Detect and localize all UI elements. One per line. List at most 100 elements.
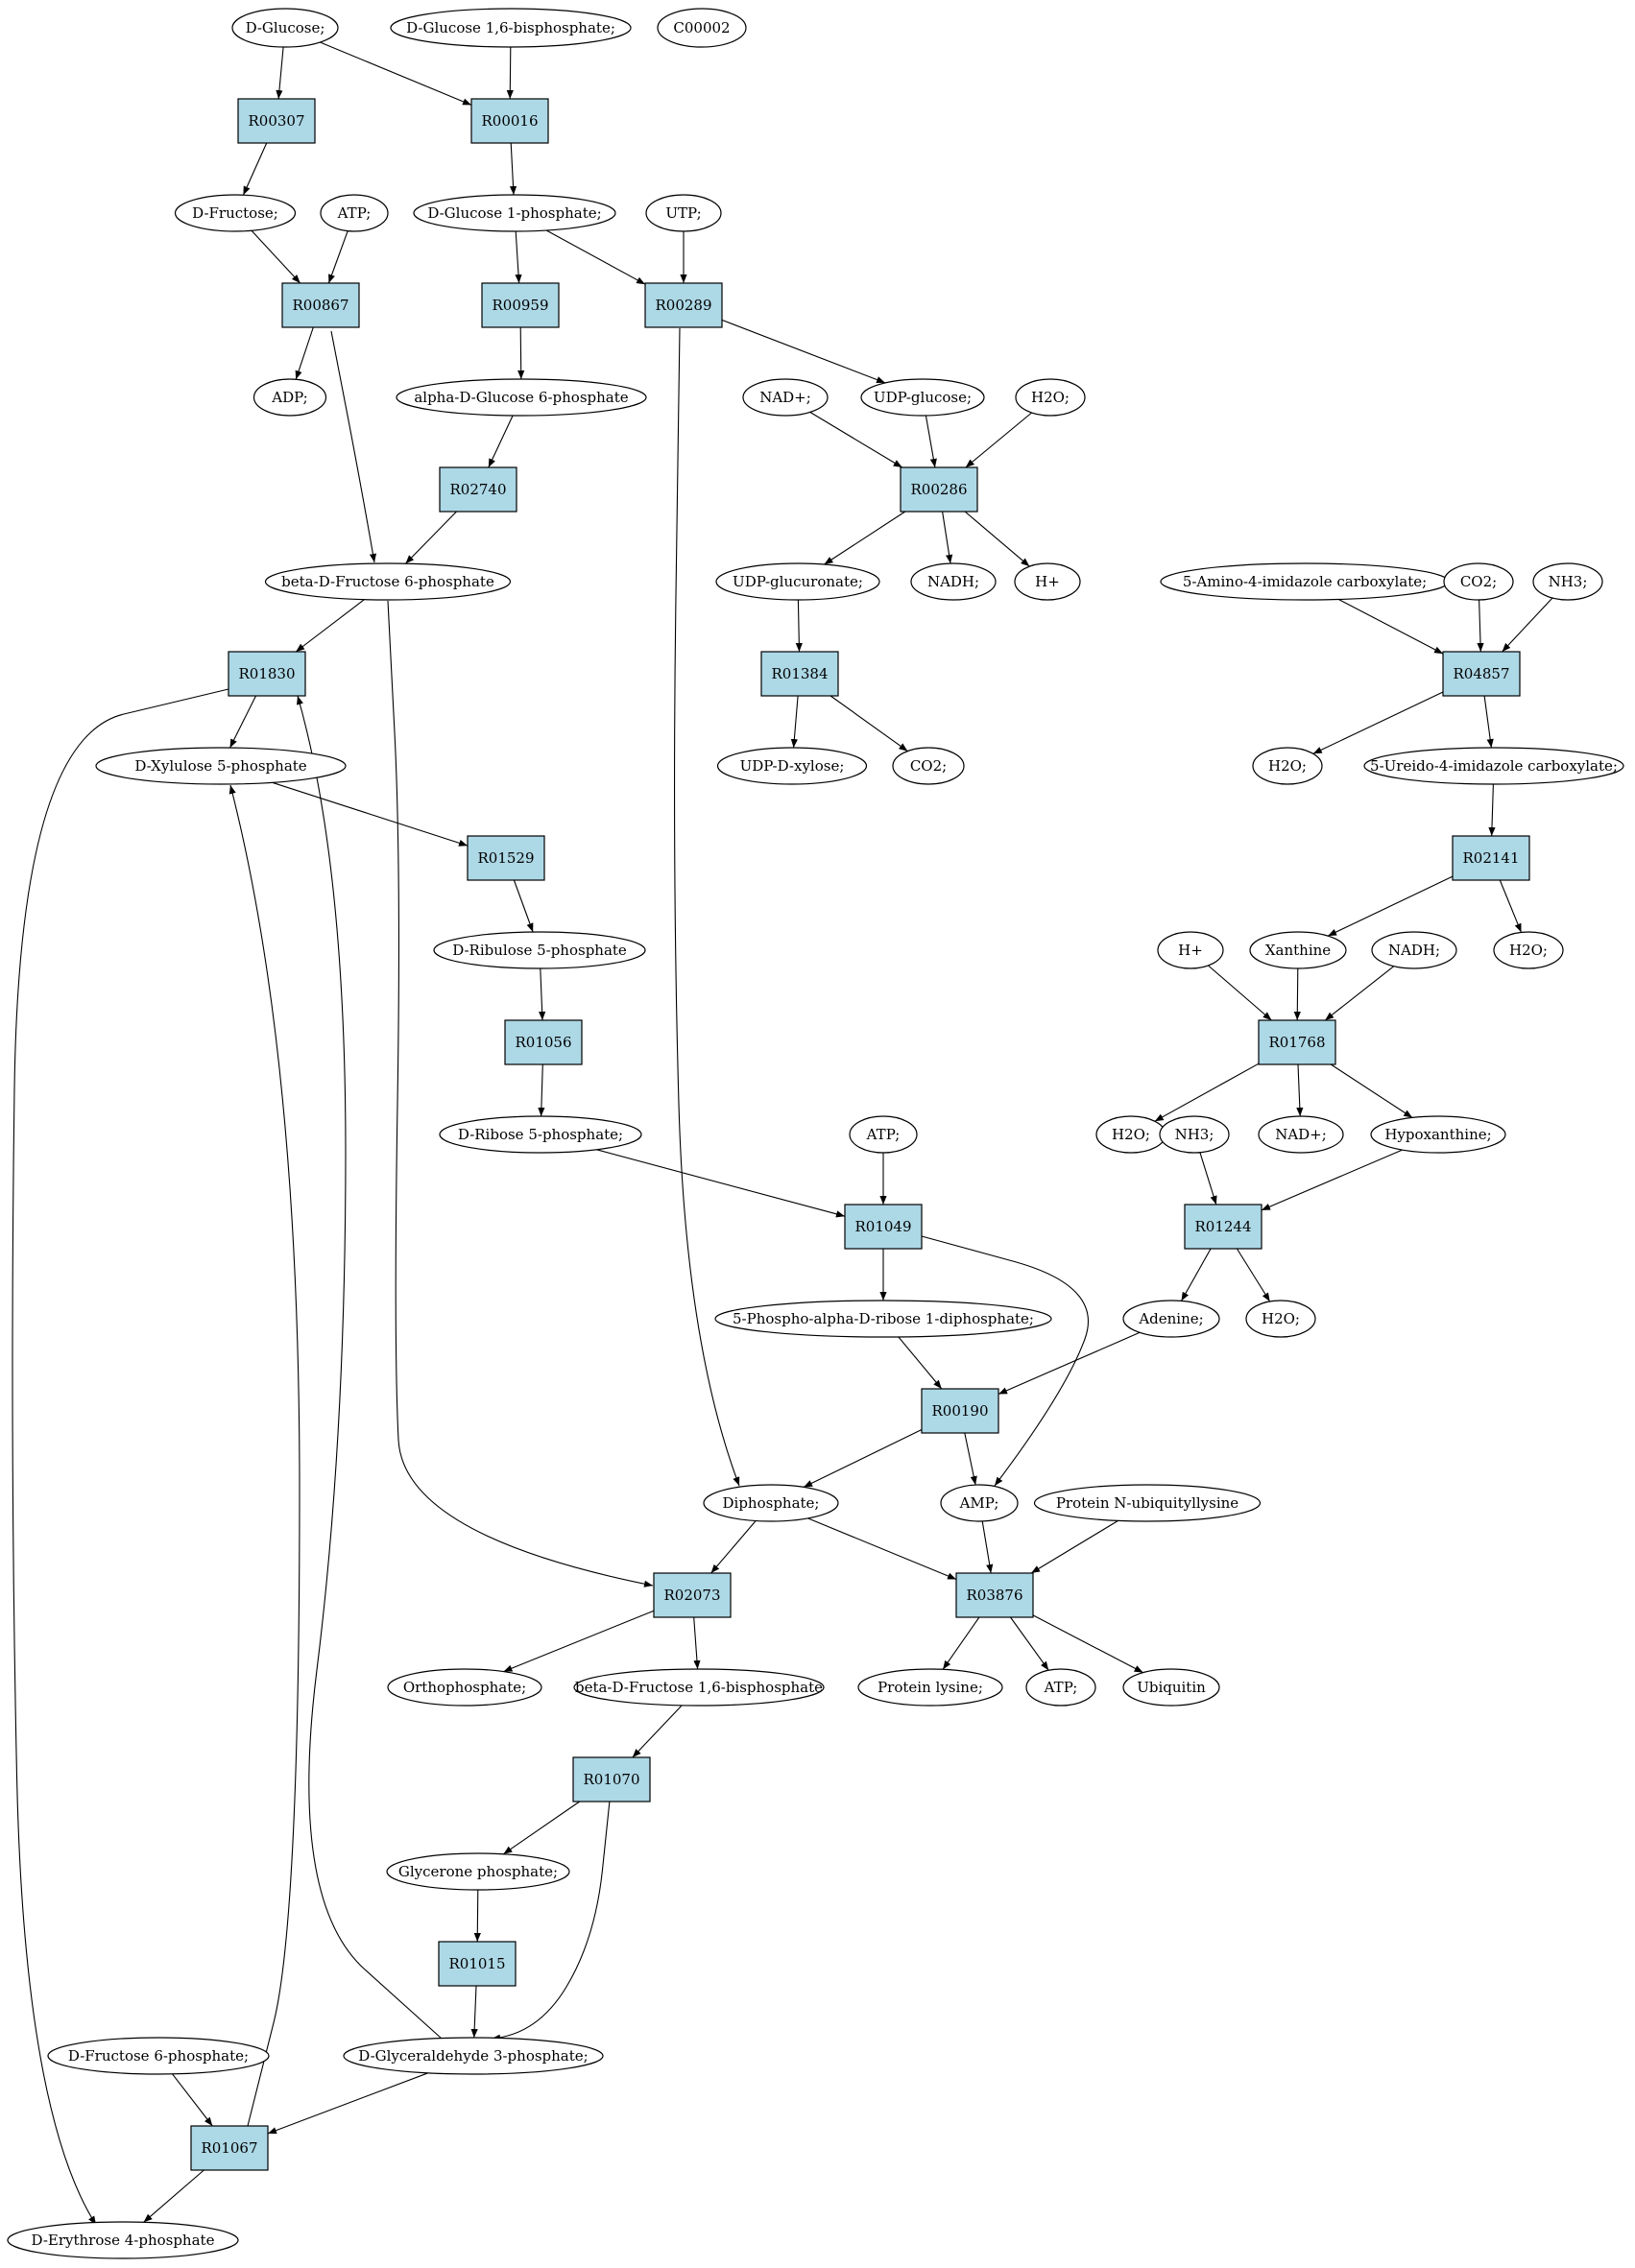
- compound-node-hplus2: H+: [1157, 931, 1224, 969]
- node-label: R01049: [854, 1218, 911, 1235]
- compound-ellipse: [860, 378, 985, 417]
- compound-ellipse: [714, 1300, 1052, 1338]
- edge-g1p-to-R00959: [515, 230, 522, 284]
- node-label: R03876: [966, 1587, 1022, 1604]
- edge-R00286-to-udpglcu: [824, 511, 906, 565]
- compound-node-udpglcu: UDP-glucuronate;: [715, 562, 880, 601]
- node-label: R00190: [931, 1402, 988, 1420]
- reaction-box: [921, 1388, 999, 1434]
- reaction-node-R01067: R01067: [190, 2125, 269, 2171]
- edge-R00286-to-hplus1: [964, 511, 1030, 567]
- node-label: R00286: [910, 481, 967, 498]
- compound-node-glc: D-Glucose;: [231, 8, 339, 48]
- compound-ellipse: [849, 1115, 918, 1154]
- compound-node-hypox: Hypoxanthine;: [1370, 1115, 1506, 1154]
- reaction-box: [572, 1756, 651, 1802]
- edge-gap-to-R01067: [267, 2072, 429, 2135]
- compound-ellipse: [413, 194, 616, 232]
- compound-ellipse: [940, 1484, 1019, 1522]
- edge-fbp-to-R01070: [632, 1705, 683, 1758]
- compound-ellipse: [1159, 1115, 1230, 1154]
- compound-ellipse: [715, 562, 880, 601]
- compound-ellipse: [573, 1668, 825, 1707]
- reaction-node-R02073: R02073: [653, 1572, 732, 1618]
- node-label: UDP-glucose;: [874, 389, 972, 406]
- compound-node-xan: Xanthine: [1249, 931, 1347, 969]
- node-label: H2O;: [1509, 942, 1548, 959]
- edge-R01830-to-e4p: [12, 688, 229, 2226]
- edge-ru5p-to-R01056: [539, 967, 546, 1021]
- node-label: Diphosphate;: [723, 1494, 820, 1512]
- edge-co2a-to-R04857: [1477, 599, 1484, 653]
- node-label: R00289: [655, 297, 711, 314]
- compound-node-aic: 5-Amino-4-imidazole carboxylate;: [1160, 562, 1450, 601]
- reaction-box: [644, 282, 723, 328]
- node-label: NH3;: [1549, 573, 1588, 590]
- edge-xan-to-R01768: [1293, 967, 1301, 1021]
- node-label: R02141: [1462, 849, 1519, 867]
- compound-node-nadp2: NAD+;: [1258, 1115, 1344, 1154]
- compound-ellipse: [47, 2037, 270, 2075]
- edge-hypox-to-R01244: [1261, 1149, 1403, 1211]
- reaction-box: [760, 651, 839, 697]
- node-label: 5-Amino-4-imidazole carboxylate;: [1183, 573, 1427, 590]
- node-label: D-Erythrose 4-phosphate: [32, 2232, 215, 2249]
- node-label: R02740: [449, 481, 506, 498]
- node-label: R00016: [481, 112, 538, 130]
- compound-node-dhap: Glycerone phosphate;: [386, 1852, 570, 1891]
- compound-node-r5p: D-Ribose 5-phosphate;: [439, 1115, 642, 1154]
- compound-node-h2o1: H2O;: [1015, 378, 1086, 417]
- compound-node-nh3a: NH3;: [1532, 562, 1603, 601]
- compound-node-nadh1: NADH;: [910, 562, 997, 601]
- node-label: ADP;: [271, 389, 307, 406]
- compound-node-g1p: D-Glucose 1-phosphate;: [413, 194, 616, 232]
- edge-pnub-to-R03876: [1030, 1519, 1118, 1574]
- compound-node-g16bp: D-Glucose 1,6-bisphosphate;: [390, 8, 632, 48]
- edge-R03876-to-atp3: [1010, 1616, 1049, 1671]
- compound-ellipse: [716, 747, 868, 785]
- edge-nh3b-to-R01244: [1199, 1152, 1217, 1206]
- node-label: D-Fructose;: [192, 204, 278, 222]
- reaction-box: [470, 98, 549, 144]
- node-label: D-Xylulose 5-phosphate: [134, 757, 306, 775]
- node-label: H+: [1035, 573, 1060, 590]
- reaction-box: [467, 835, 545, 881]
- node-label: UTP;: [665, 204, 701, 222]
- edge-ag6p-to-R02740: [488, 415, 514, 468]
- compound-ellipse: [386, 1852, 570, 1891]
- node-label: Adenine;: [1138, 1310, 1203, 1327]
- edge-R00289-to-udpglc: [721, 319, 886, 384]
- compound-ellipse: [390, 8, 632, 48]
- reaction-node-R00190: R00190: [921, 1388, 999, 1434]
- node-label: 5-Ureido-4-imidazole carboxylate;: [1370, 757, 1618, 775]
- node-label: NAD+;: [759, 389, 811, 406]
- reaction-node-R01056: R01056: [504, 1019, 583, 1065]
- compound-ellipse: [892, 747, 965, 785]
- edge-R01070-to-gap: [491, 1800, 611, 2041]
- compound-ellipse: [657, 8, 747, 48]
- compound-node-prpp: 5-Phospho-alpha-D-ribose 1-diphosphate;: [714, 1300, 1052, 1338]
- edge-x5p-to-R01529: [272, 781, 469, 847]
- compound-ellipse: [439, 1115, 642, 1154]
- reaction-box: [190, 2125, 269, 2171]
- compound-node-gap: D-Glyceraldehyde 3-phosphate;: [343, 2037, 604, 2075]
- compound-ellipse: [7, 2221, 239, 2259]
- node-label: UDP-glucuronate;: [733, 573, 863, 590]
- node-label: NH3;: [1175, 1126, 1214, 1143]
- reaction-node-R01244: R01244: [1184, 1204, 1262, 1250]
- node-label: NADH;: [1388, 942, 1440, 959]
- compound-ellipse: [645, 194, 722, 232]
- edge-ppi-to-R02073: [710, 1520, 757, 1574]
- node-label: R01244: [1194, 1218, 1251, 1235]
- edge-dhap-to-R01015: [473, 1889, 481, 1943]
- edge-aic-to-R04857: [1338, 599, 1444, 655]
- compound-node-bf6p: beta-D-Fructose 6-phosphate: [264, 562, 512, 601]
- compound-node-nadh2: NADH;: [1371, 931, 1457, 969]
- reaction-node-R03876: R03876: [955, 1572, 1034, 1618]
- edge-R00307-to-fru: [242, 142, 268, 196]
- compound-ellipse: [433, 931, 646, 969]
- node-label: R00307: [248, 112, 304, 130]
- compound-ellipse: [1252, 747, 1323, 785]
- edge-R01244-to-ade: [1181, 1248, 1212, 1301]
- edge-nadp1-to-R00286: [809, 411, 902, 468]
